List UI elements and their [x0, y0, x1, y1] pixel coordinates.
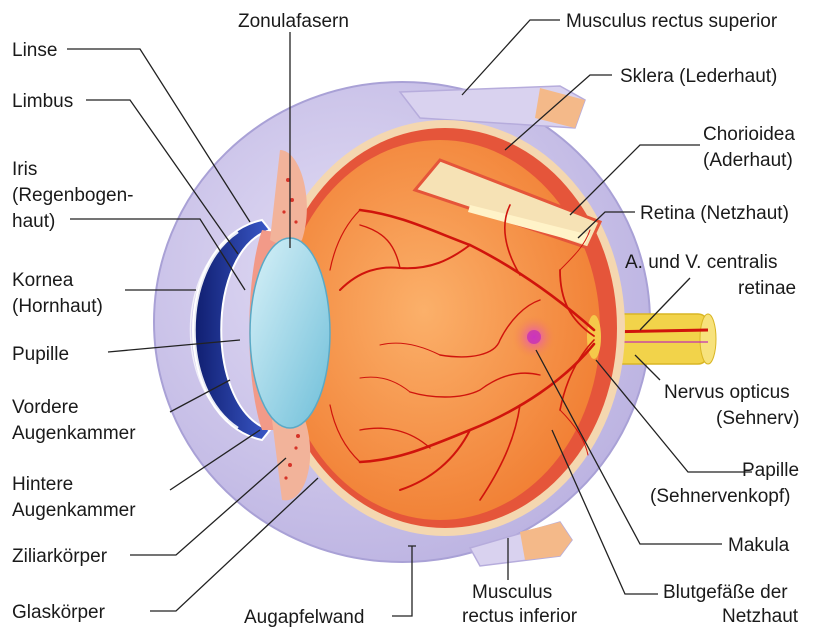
- optic-disc: [587, 315, 601, 359]
- label-iris-line1: Iris: [12, 159, 37, 180]
- label-vordere-line1: Vordere: [12, 397, 79, 418]
- label-pupille: Pupille: [12, 344, 69, 365]
- label-sklera: Sklera (Lederhaut): [620, 66, 777, 87]
- lens: [250, 238, 330, 428]
- label-centralis-line1: A. und V. centralis: [625, 252, 777, 273]
- label-vordere-line2: Augenkammer: [12, 423, 136, 444]
- label-papille-line2: (Sehnervenkopf): [650, 486, 790, 507]
- label-iris-line2: (Regenbogen-: [12, 185, 133, 206]
- label-chorioidea-line1: Chorioidea: [703, 124, 795, 145]
- label-hintere-line2: Augenkammer: [12, 500, 136, 521]
- label-iris-line3: haut): [12, 211, 55, 232]
- label-chorioidea-line2: (Aderhaut): [703, 150, 793, 171]
- label-augapfelwand: Augapfelwand: [244, 607, 364, 628]
- label-ziliarkoerper: Ziliarkörper: [12, 546, 108, 567]
- label-centralis-line2: retinae: [738, 278, 796, 299]
- label-blutgefaesse-line1: Blutgefäße der: [663, 582, 788, 603]
- label-opticus-line2: (Sehnerv): [716, 408, 799, 429]
- label-retina: Retina (Netzhaut): [640, 203, 789, 224]
- label-linse: Linse: [12, 40, 57, 61]
- label-zonulafasern: Zonulafasern: [238, 11, 349, 32]
- label-limbus: Limbus: [12, 91, 73, 112]
- label-hintere-line1: Hintere: [12, 474, 73, 495]
- label-papille-line1: Papille: [742, 460, 799, 481]
- label-rectus-inferior-line2: rectus inferior: [462, 606, 578, 627]
- label-kornea-line2: (Hornhaut): [12, 296, 103, 317]
- label-rectus-superior: Musculus rectus superior: [566, 11, 778, 32]
- label-kornea-line1: Kornea: [12, 270, 74, 291]
- label-rectus-inferior-line1: Musculus: [472, 582, 552, 603]
- label-glaskoerper: Glaskörper: [12, 602, 106, 623]
- label-makula: Makula: [728, 535, 790, 556]
- label-blutgefaesse-line2: Netzhaut: [722, 606, 799, 627]
- label-opticus-line1: Nervus opticus: [664, 382, 790, 403]
